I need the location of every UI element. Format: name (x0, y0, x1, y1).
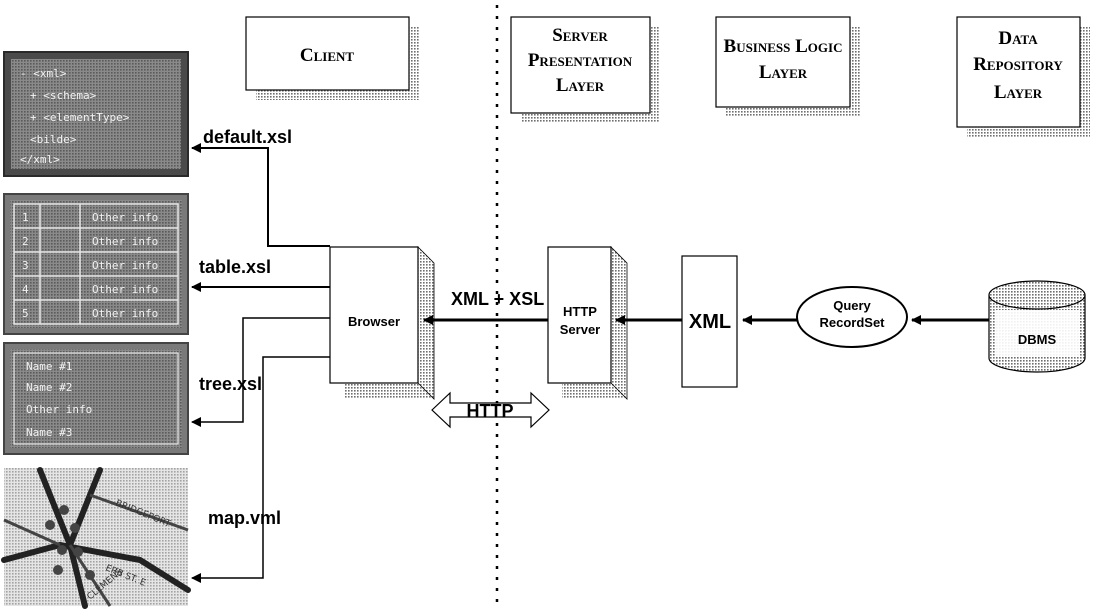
map-vml-arrow (191, 356, 330, 583)
xml-xsl-label: XML + XSL (451, 289, 544, 309)
client-layer-box: Client (245, 16, 419, 100)
table-row-2-num: 2 (22, 235, 29, 248)
table-row-3-num: 3 (22, 259, 29, 272)
table-row-5-num: 5 (22, 307, 29, 320)
table-view-thumbnail: 1 Other info 2 Other info 3 Other info 4… (3, 193, 189, 335)
client-layer-label: Client (300, 45, 355, 66)
dbms-cylinder-icon: DBMS (988, 280, 1086, 373)
http-double-arrow: HTTP (431, 391, 550, 429)
map-view-thumbnail: BRIDGEPORT ERB ST. E CLEMENS (1, 467, 191, 609)
table-xsl-label: table.xsl (199, 257, 271, 277)
business-logic-label-line2: Layer (759, 62, 808, 83)
xml-line-3: + <elementType> (30, 111, 130, 124)
xml-line-2: + <schema> (30, 89, 97, 102)
tree-xsl-arrow (191, 317, 330, 427)
data-repository-label-line1: Data (998, 28, 1038, 49)
http-server-label-line2: Server (560, 322, 600, 337)
server-presentation-layer-box: Server Presentation Layer (510, 16, 660, 123)
business-logic-layer-box: Business Logic Layer (715, 16, 860, 117)
table-row-4-info: Other info (92, 283, 158, 296)
data-repository-layer-box: Data Repository Layer (956, 16, 1090, 137)
server-presentation-label-line2: Presentation (528, 50, 633, 71)
xml-line-1: - <xml> (20, 67, 67, 80)
map-vml-label: map.vml (208, 508, 281, 528)
server-presentation-label-line1: Server (552, 25, 608, 46)
tree-item-3: Other info (26, 403, 92, 416)
http-label: HTTP (467, 401, 514, 421)
xml-line-4: <bilde> (30, 133, 77, 146)
http-server-box: HTTP Server (547, 246, 628, 400)
table-row-5-info: Other info (92, 307, 158, 320)
dbms-label: DBMS (1018, 332, 1057, 347)
business-logic-label-line1: Business Logic (724, 36, 843, 57)
default-xsl-label: default.xsl (203, 127, 292, 147)
server-presentation-label-line3: Layer (556, 75, 605, 96)
xml-box-label: XML (689, 311, 731, 333)
tree-item-1: Name #1 (26, 360, 72, 373)
table-row-4-num: 4 (22, 283, 29, 296)
xml-box: XML (681, 255, 738, 388)
table-row-2-info: Other info (92, 235, 158, 248)
default-xsl-arrow (191, 143, 330, 247)
table-row-1-info: Other info (92, 211, 158, 224)
table-row-3-info: Other info (92, 259, 158, 272)
xml-view-thumbnail: - <xml> + <schema> + <elementType> <bild… (3, 51, 189, 177)
table-row-1-num: 1 (22, 211, 29, 224)
browser-box: Browser (329, 246, 435, 400)
tree-xsl-label: tree.xsl (199, 374, 262, 394)
tree-item-4: Name #3 (26, 426, 72, 439)
browser-label: Browser (348, 314, 400, 329)
http-server-label-line1: HTTP (563, 304, 597, 319)
data-repository-label-line2: Repository (973, 54, 1063, 75)
data-repository-label-line3: Layer (994, 82, 1043, 103)
tree-view-thumbnail: Name #1 Name #2 Other info Name #3 (3, 342, 189, 455)
query-recordset-ellipse: Query RecordSet (796, 286, 908, 348)
query-label-line1: Query (833, 298, 871, 313)
query-label-line2: RecordSet (819, 315, 885, 330)
tree-item-2: Name #2 (26, 381, 72, 394)
xml-line-5: </xml> (20, 153, 60, 166)
